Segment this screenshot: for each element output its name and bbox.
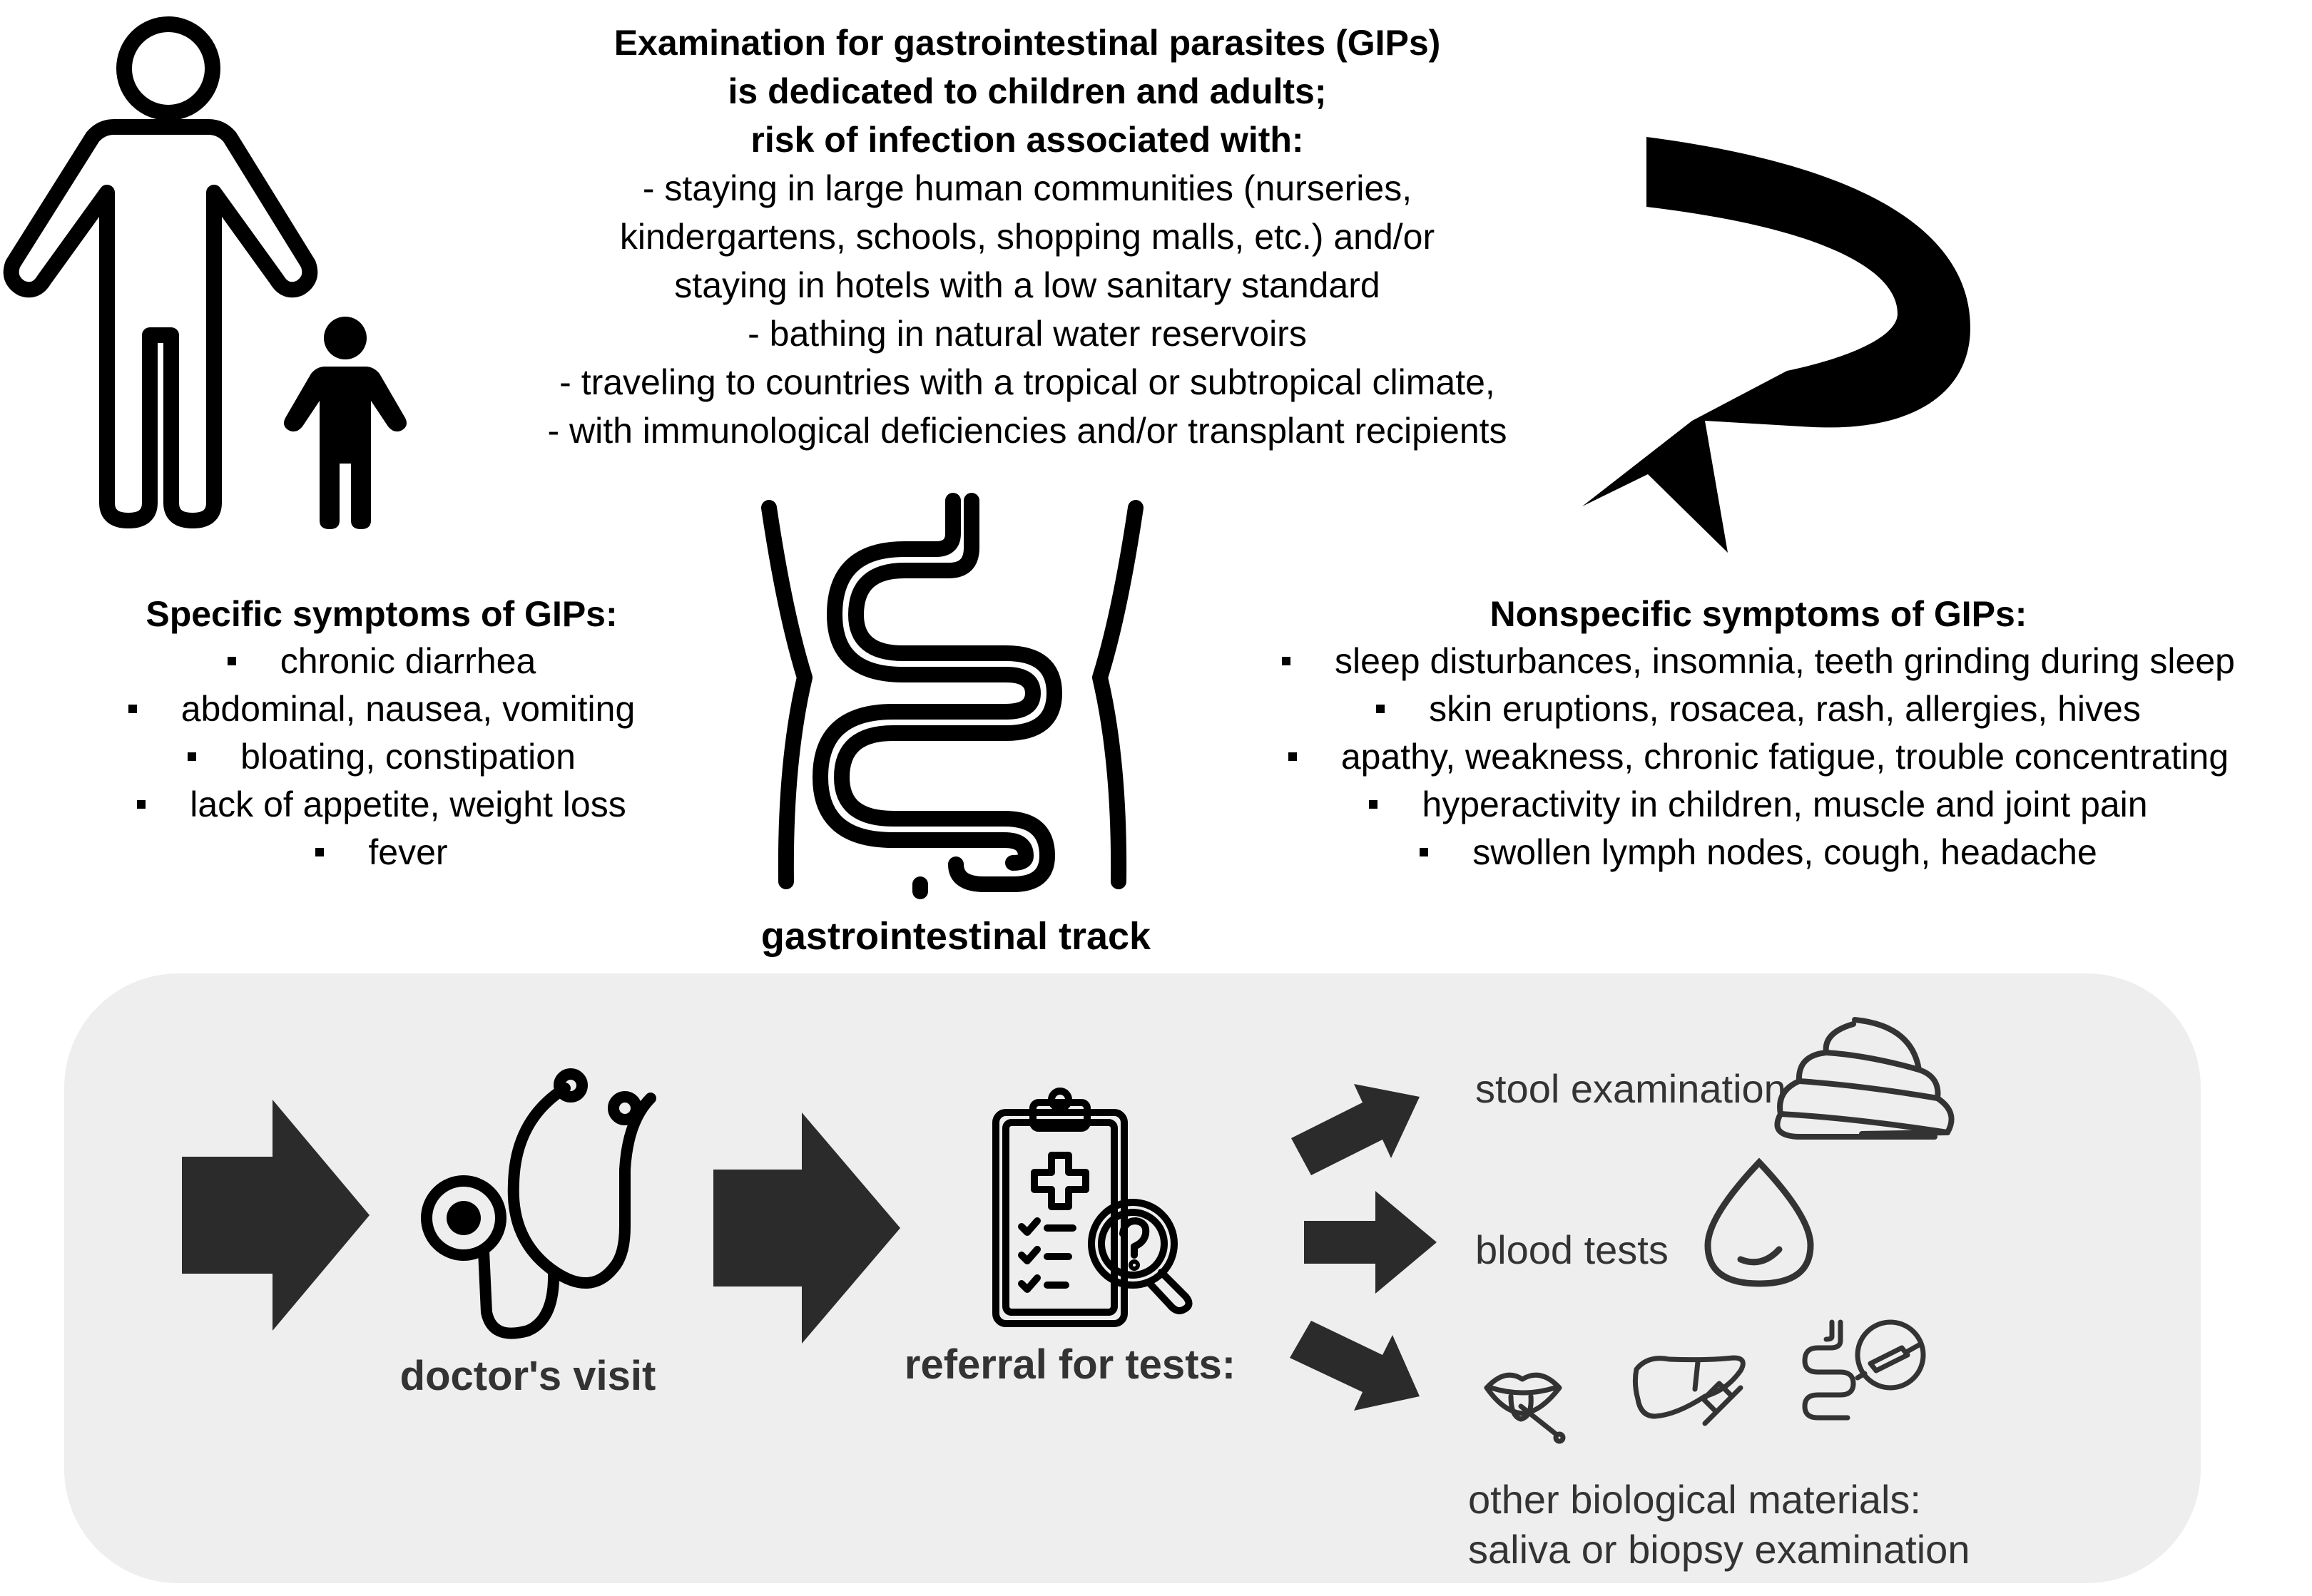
list-item: fever xyxy=(29,829,735,876)
bullet-icon xyxy=(188,752,197,761)
stethoscope-icon xyxy=(421,1068,656,1339)
drop-icon xyxy=(1704,1157,1814,1287)
arrow-to-other xyxy=(1290,1321,1420,1411)
doctor-visit-label: doctor's visit xyxy=(399,1353,656,1399)
other-materials-label: other biological materials: saliva or bi… xyxy=(1468,1475,1970,1575)
stool-icon xyxy=(1774,1017,1955,1140)
nonspecific-symptoms-list: sleep disturbances, insomnia, teeth grin… xyxy=(1206,638,2311,876)
risk-line: - bathing in natural water reservoirs xyxy=(748,314,1307,354)
specific-symptoms-list: chronic diarrhea abdominal, nausea, vomi… xyxy=(29,638,735,876)
curved-arrow-icon xyxy=(1582,137,1970,553)
intro-text-block: Examination for gastrointestinal parasit… xyxy=(399,19,1655,455)
arrow-to-stool xyxy=(1291,1084,1420,1175)
bullet-icon xyxy=(315,847,325,856)
bullet-icon xyxy=(128,704,137,713)
arrow-to-blood xyxy=(1304,1191,1437,1294)
stool-exam-label: stool examination xyxy=(1475,1066,1786,1111)
list-item: chronic diarrhea xyxy=(29,638,735,685)
intro-heading-line: Examination for gastrointestinal parasit… xyxy=(613,23,1441,63)
other-materials-line: other biological materials: xyxy=(1468,1477,1921,1522)
specific-symptoms: Specific symptoms of GIPs: chronic diarr… xyxy=(29,593,735,876)
stethoscope-chestpiece xyxy=(447,1201,481,1235)
risk-line: - with immunological deficiencies and/or… xyxy=(547,411,1507,451)
nonspecific-symptoms: Nonspecific symptoms of GIPs: sleep dist… xyxy=(1206,593,2311,876)
list-item: swollen lymph nodes, cough, headache xyxy=(1206,829,2311,876)
bullet-icon xyxy=(1376,704,1385,713)
risk-line: staying in hotels with a low sanitary st… xyxy=(674,265,1380,305)
list-item: sleep disturbances, insomnia, teeth grin… xyxy=(1206,638,2311,685)
referral-label: referral for tests: xyxy=(904,1341,1236,1388)
risk-line: kindergartens, schools, shopping malls, … xyxy=(619,217,1435,257)
bullet-icon xyxy=(137,799,146,809)
other-materials-line: saliva or biopsy examination xyxy=(1468,1527,1970,1572)
blood-tests-label: blood tests xyxy=(1475,1227,1669,1272)
gi-track-label: gastrointestinal track xyxy=(760,915,1151,958)
arrow-to-doctor xyxy=(182,1100,370,1331)
list-item: abdominal, nausea, vomiting xyxy=(29,685,735,733)
specific-symptoms-title: Specific symptoms of GIPs: xyxy=(146,594,618,634)
risk-line: - traveling to countries with a tropical… xyxy=(559,362,1495,402)
list-item: apathy, weakness, chronic fatigue, troub… xyxy=(1206,733,2311,781)
child-person-icon xyxy=(284,317,407,529)
nonspecific-symptoms-title: Nonspecific symptoms of GIPs: xyxy=(1489,594,2027,634)
risk-line: - staying in large human communities (nu… xyxy=(642,168,1412,208)
intro-heading-line: risk of infection associated with: xyxy=(750,120,1304,160)
bullet-icon xyxy=(227,656,236,665)
intestine-syringe-icon xyxy=(1802,1319,1926,1421)
list-item: hyperactivity in children, muscle and jo… xyxy=(1206,781,2311,829)
bullet-icon xyxy=(1282,656,1291,665)
arrow-to-referral xyxy=(713,1112,900,1344)
mouth-swab-icon xyxy=(1484,1372,1566,1444)
liver-syringe-icon xyxy=(1632,1355,1746,1426)
list-item: bloating, constipation xyxy=(29,733,735,781)
adult-person-icon xyxy=(3,16,318,528)
intestine-icon xyxy=(761,493,1144,899)
list-item: skin eruptions, rosacea, rash, allergies… xyxy=(1206,685,2311,733)
bullet-icon xyxy=(1369,799,1378,809)
intro-heading-line: is dedicated to children and adults; xyxy=(728,71,1327,111)
bullet-icon xyxy=(1420,847,1429,856)
list-item: lack of appetite, weight loss xyxy=(29,781,735,829)
clipboard-magnifier-icon xyxy=(992,1088,1193,1327)
bullet-icon xyxy=(1288,752,1297,761)
